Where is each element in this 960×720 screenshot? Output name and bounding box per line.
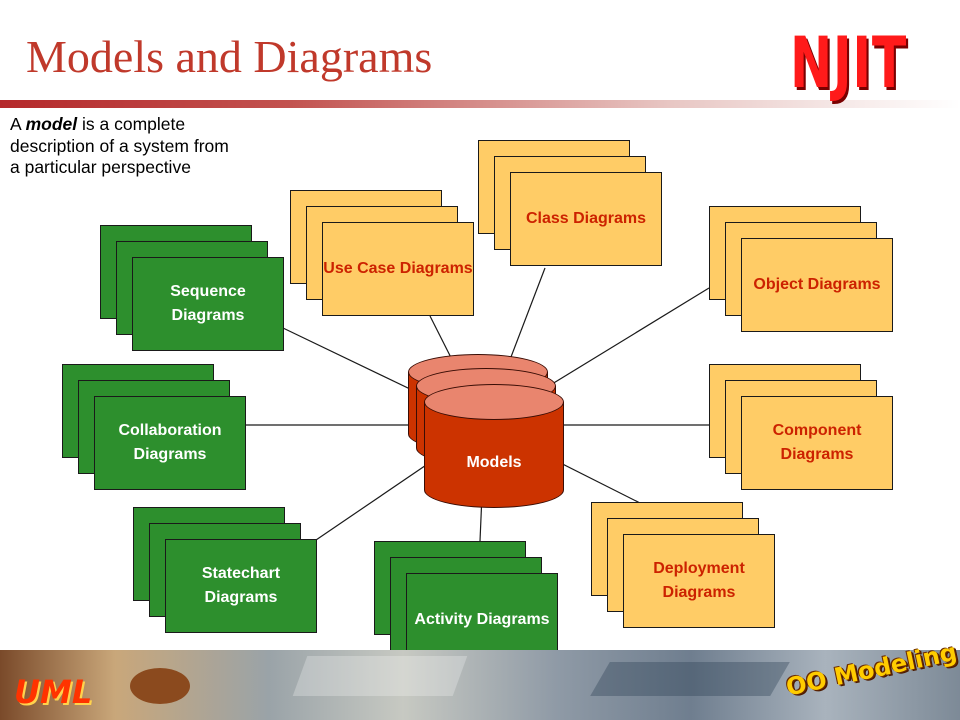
sequence-diagrams-label: Sequence Diagrams <box>132 257 284 351</box>
use-case-diagrams-label: Use Case Diagrams <box>322 222 474 316</box>
component-diagrams-node: Component Diagrams <box>709 364 893 492</box>
footer-decoration <box>590 662 790 696</box>
drum-top <box>424 384 564 420</box>
collaboration-diagrams-node: Collaboration Diagrams <box>62 364 246 492</box>
footer-decoration <box>130 668 190 704</box>
intro-emphasis: model <box>25 114 78 134</box>
component-diagrams-label: Component Diagrams <box>741 396 893 490</box>
statechart-diagrams-node: Statechart Diagrams <box>133 507 317 635</box>
class-diagrams-label: Class Diagrams <box>510 172 662 266</box>
deployment-diagrams-label: Deployment Diagrams <box>623 534 775 628</box>
models-drum-front: Models <box>424 384 564 508</box>
page-title: Models and Diagrams <box>26 31 433 82</box>
object-diagrams-label: Object Diagrams <box>741 238 893 332</box>
sequence-diagrams-node: Sequence Diagrams <box>100 225 284 353</box>
object-diagrams-node: Object Diagrams <box>709 206 893 334</box>
deployment-diagrams-node: Deployment Diagrams <box>591 502 775 630</box>
intro-suffix: is a complete description of a system fr… <box>10 114 229 178</box>
models-label: Models <box>466 454 522 471</box>
njit-logo: NJIT <box>790 22 907 104</box>
footer-decoration <box>292 656 468 696</box>
intro-prefix: A <box>10 114 26 134</box>
footer-banner <box>0 650 960 720</box>
uml-footer-text: UML <box>14 673 93 711</box>
collaboration-diagrams-label: Collaboration Diagrams <box>94 396 246 490</box>
statechart-diagrams-label: Statechart Diagrams <box>165 539 317 633</box>
class-diagrams-node: Class Diagrams <box>478 140 662 268</box>
use-case-diagrams-node: Use Case Diagrams <box>290 190 474 318</box>
title-divider <box>0 100 960 108</box>
intro-text: A model is a complete description of a s… <box>10 114 240 179</box>
